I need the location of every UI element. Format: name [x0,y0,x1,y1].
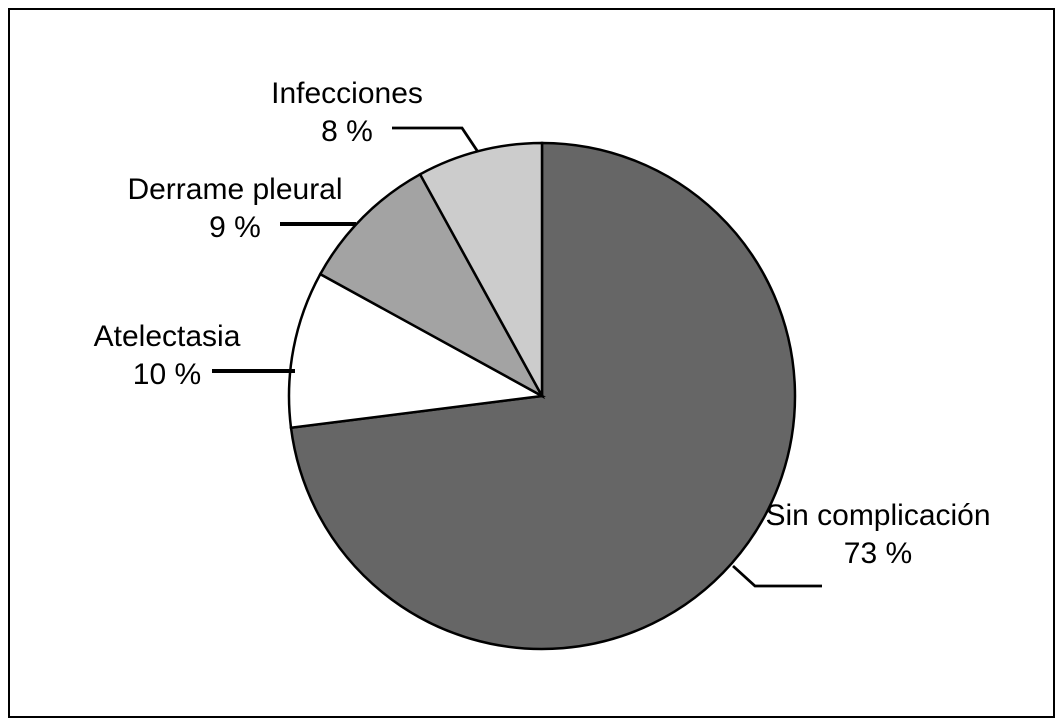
label-sin-complicacion-name: Sin complicación [765,499,991,532]
leader-lines [212,126,822,588]
leader-line-infecciones [392,126,480,153]
leader-line-sin-complicacion [732,564,822,588]
label-infecciones-name: Infecciones [271,77,423,110]
label-infecciones-pct: 8 % [321,115,373,148]
pie-slice-infecciones [418,141,544,397]
label-atelectasia-name: Atelectasia [93,320,241,353]
pie-slices [287,141,797,651]
label-derrame-pleural: Derrame pleural 9 % [127,171,342,247]
label-derrame-pleural-pct: 9 % [209,211,261,244]
label-derrame-pleural-name: Derrame pleural [127,173,343,206]
label-atelectasia: Atelectasia 10 % [94,318,241,394]
figure-border [8,8,1055,718]
pie-slice-derrame-pleural [318,172,546,400]
label-sin-complicacion: Sin complicación 73 % [763,497,993,573]
label-infecciones: Infecciones 8 % [271,75,423,151]
pie-slice-atelectasia [287,272,546,430]
label-atelectasia-pct: 10 % [132,358,202,391]
label-sin-complicacion-pct: 73 % [843,537,913,570]
